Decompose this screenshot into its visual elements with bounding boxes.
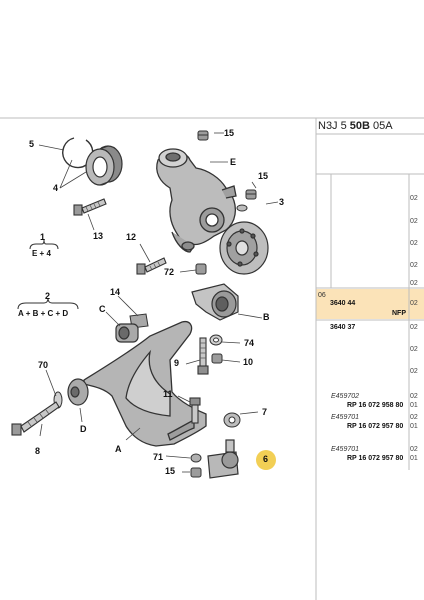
label-15-top[interactable]: 15 bbox=[224, 128, 235, 138]
code-cell: 02 bbox=[410, 446, 418, 453]
front-bushing-d-part[interactable] bbox=[67, 378, 89, 406]
lower-control-arm-part[interactable] bbox=[83, 320, 207, 447]
code-cell: 01 bbox=[410, 402, 418, 409]
header-suffix: 05A bbox=[369, 120, 393, 132]
code-cell: 02 bbox=[410, 346, 418, 353]
row-part-number-2[interactable]: 3640 37 bbox=[330, 324, 356, 331]
code-cell: 01 bbox=[410, 423, 418, 430]
label-E[interactable]: E bbox=[230, 157, 237, 167]
label-9[interactable]: 9 bbox=[174, 358, 180, 368]
label-D[interactable]: D bbox=[80, 424, 87, 434]
label-8[interactable]: 8 bbox=[35, 446, 41, 456]
row-code: 02 bbox=[410, 300, 418, 307]
steering-knuckle-part[interactable] bbox=[156, 148, 237, 253]
row-code-2: 02 bbox=[410, 324, 418, 331]
label-72[interactable]: 72 bbox=[164, 267, 175, 277]
label-15-right[interactable]: 15 bbox=[258, 171, 269, 181]
evolution-ref-1: E459702 bbox=[331, 393, 360, 400]
header-prefix: N3J 5 bbox=[318, 120, 350, 132]
label-6[interactable]: 6 bbox=[263, 454, 269, 464]
nut-15-bottom-part[interactable] bbox=[190, 467, 202, 478]
label-B[interactable]: B bbox=[263, 312, 270, 322]
bolt-13-part[interactable] bbox=[73, 198, 107, 216]
rear-bushing-bracket-part[interactable] bbox=[191, 283, 239, 321]
washer-74-part[interactable] bbox=[209, 334, 223, 346]
row-index: 06 bbox=[318, 292, 326, 299]
bolt-9-part[interactable] bbox=[197, 337, 209, 375]
group-1-number: 1 bbox=[40, 232, 46, 242]
code-cell: 02 bbox=[410, 393, 418, 400]
wheel-bearing-part[interactable] bbox=[85, 145, 123, 186]
code-cell: 02 bbox=[410, 218, 418, 225]
rp-ref-1[interactable]: RP 16 072 958 80 bbox=[347, 402, 404, 409]
rp-ref-2[interactable]: RP 16 072 957 80 bbox=[347, 423, 404, 430]
label-13[interactable]: 13 bbox=[93, 231, 104, 241]
group-1-bracket bbox=[29, 239, 59, 250]
label-3[interactable]: 3 bbox=[279, 197, 285, 207]
front-bushing-c-part[interactable] bbox=[115, 323, 139, 343]
washer-part[interactable] bbox=[236, 204, 248, 212]
bolt-12-part[interactable] bbox=[136, 257, 167, 275]
group-1-contents: E + 4 bbox=[32, 249, 51, 258]
label-11[interactable]: 11 bbox=[163, 389, 173, 399]
code-cell: 02 bbox=[410, 195, 418, 202]
code-cell: 02 bbox=[410, 262, 418, 269]
leader-lines bbox=[38, 132, 279, 473]
label-4[interactable]: 4 bbox=[53, 183, 59, 193]
nut-15-right-part[interactable] bbox=[245, 189, 257, 200]
rp-ref-3[interactable]: RP 16 072 957 80 bbox=[347, 455, 404, 462]
label-5[interactable]: 5 bbox=[29, 139, 35, 149]
header-bold: 50B bbox=[349, 120, 370, 132]
row-note: NFP bbox=[392, 310, 406, 317]
label-15-bottom[interactable]: 15 bbox=[165, 466, 176, 476]
wheel-hub-part[interactable] bbox=[219, 221, 269, 275]
nut-72-part[interactable] bbox=[195, 263, 207, 275]
selected-row-highlight[interactable] bbox=[316, 289, 424, 319]
nut-10-part[interactable] bbox=[211, 353, 223, 364]
bolt-11-part[interactable] bbox=[189, 397, 201, 424]
label-74[interactable]: 74 bbox=[244, 338, 255, 348]
nut-7-part[interactable] bbox=[223, 412, 241, 428]
label-10[interactable]: 10 bbox=[243, 357, 254, 367]
bolt-8-part[interactable] bbox=[11, 401, 60, 436]
label-70[interactable]: 70 bbox=[38, 360, 49, 370]
ball-joint-part[interactable] bbox=[207, 439, 239, 479]
code-cell: 02 bbox=[410, 368, 418, 375]
label-71[interactable]: 71 bbox=[153, 452, 164, 462]
code-cell: 01 bbox=[410, 455, 418, 462]
group-2-contents: A + B + C + D bbox=[18, 309, 69, 318]
group-2-bracket bbox=[17, 297, 79, 310]
group-2-number: 2 bbox=[45, 291, 51, 301]
evolution-ref-2: E459701 bbox=[331, 414, 360, 421]
evolution-ref-3: E459701 bbox=[331, 446, 360, 453]
label-A[interactable]: A bbox=[115, 444, 122, 454]
code-cell: 02 bbox=[410, 414, 418, 421]
code-cell: 02 bbox=[410, 240, 418, 247]
catalog-header: N3J 5 50B 05A bbox=[318, 120, 393, 132]
circlip-part[interactable] bbox=[62, 137, 94, 169]
label-14[interactable]: 14 bbox=[110, 287, 121, 297]
row-part-number[interactable]: 3640 44 bbox=[330, 300, 356, 307]
label-C[interactable]: C bbox=[99, 304, 106, 314]
label-12[interactable]: 12 bbox=[126, 232, 137, 242]
nut-15-top-part[interactable] bbox=[197, 130, 209, 141]
label-7[interactable]: 7 bbox=[262, 407, 268, 417]
nut-71-part[interactable] bbox=[190, 453, 202, 463]
frame-lines bbox=[0, 117, 424, 600]
code-cell: 02 bbox=[410, 280, 418, 287]
highlight-badge bbox=[256, 450, 276, 470]
